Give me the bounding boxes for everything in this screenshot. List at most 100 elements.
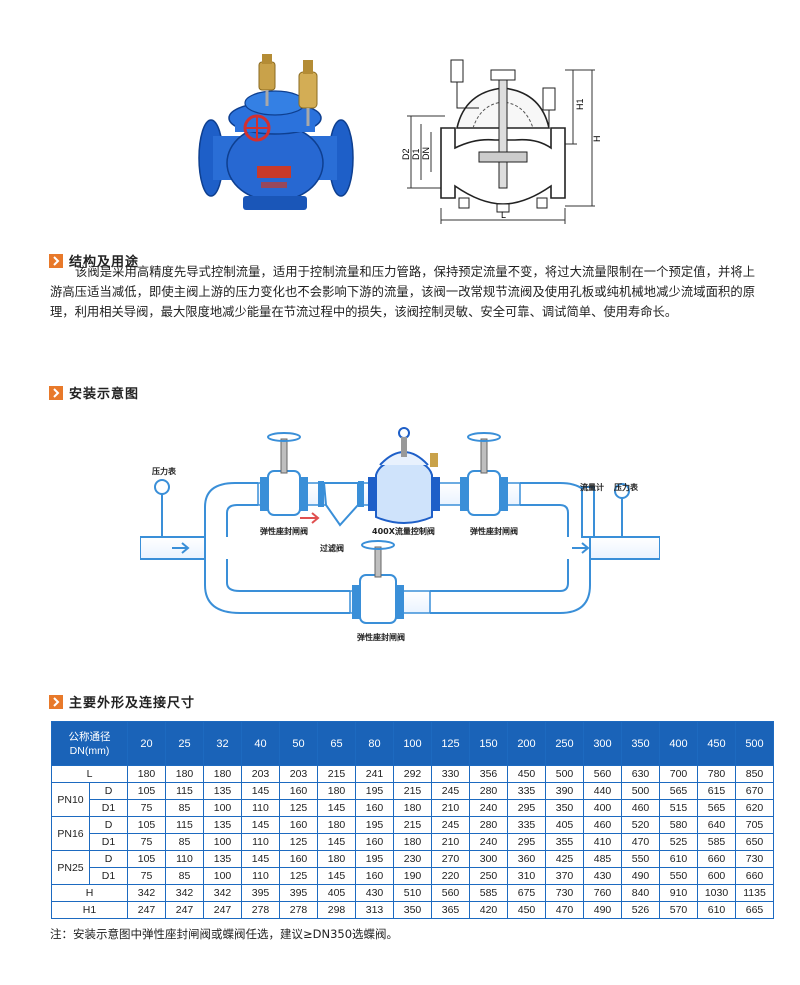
row-sub-label: D	[89, 816, 128, 834]
table-cell: 85	[165, 833, 204, 851]
table-cell: 125	[279, 833, 318, 851]
label-h: H	[592, 136, 602, 143]
table-cell: 180	[317, 816, 356, 834]
table-cell: 430	[583, 867, 622, 885]
table-cell: 420	[469, 901, 508, 919]
table-cell: 295	[507, 799, 546, 817]
table-cell: 395	[241, 884, 280, 902]
table-cell: 180	[127, 765, 166, 783]
table-cell: 145	[317, 867, 356, 885]
table-cell: 110	[165, 850, 204, 868]
table-cell: 220	[431, 867, 470, 885]
table-cell: 395	[279, 884, 318, 902]
dn-header-line-2: DN(mm)	[69, 744, 110, 757]
table-cell: 75	[127, 799, 166, 817]
table-cell: 110	[241, 799, 280, 817]
table-cell: 145	[241, 782, 280, 800]
table-cell: 180	[317, 850, 356, 868]
table-cell: 550	[621, 850, 660, 868]
table-cell: 675	[507, 884, 546, 902]
table-cell: 180	[393, 833, 432, 851]
table-cell: 203	[279, 765, 318, 783]
table-cell: 210	[431, 833, 470, 851]
table-cell: 240	[469, 799, 508, 817]
table-cell: 360	[507, 850, 546, 868]
gate-valve-bottom	[352, 540, 404, 624]
table-cell: 610	[697, 901, 736, 919]
table-cell: 610	[659, 850, 698, 868]
caption-gauge-left: 压力表	[152, 467, 176, 476]
description-paragraph: 该阀是采用高精度先导式控制流量，适用于控制流量和压力管路，保持预定流量不变，将过…	[50, 265, 755, 319]
strainer-valve	[318, 481, 364, 527]
table-cell: 350	[545, 799, 584, 817]
table-cell: 295	[507, 833, 546, 851]
pressure-group-label: PN10	[51, 782, 90, 817]
table-cell: 342	[203, 884, 242, 902]
table-cell: 356	[469, 765, 508, 783]
table-cell: 145	[241, 850, 280, 868]
table-cell: 241	[355, 765, 394, 783]
row-sub-label: D	[89, 850, 128, 868]
dn-column-header: 500	[735, 721, 774, 766]
chevron-right-icon	[49, 253, 63, 268]
table-cell: 270	[431, 850, 470, 868]
table-cell: 145	[317, 833, 356, 851]
table-cell: 565	[659, 782, 698, 800]
table-cell: 310	[507, 867, 546, 885]
pressure-gauge-right	[614, 483, 630, 537]
flow-control-valve	[368, 427, 440, 524]
dn-column-header: 100	[393, 721, 432, 766]
dn-column-header: 25	[165, 721, 204, 766]
table-cell: 630	[621, 765, 660, 783]
dn-column-header: 50	[279, 721, 318, 766]
table-cell: 405	[545, 816, 584, 834]
table-cell: 180	[317, 782, 356, 800]
table-cell: 180	[393, 799, 432, 817]
table-cell: 230	[393, 850, 432, 868]
table-cell: 145	[241, 816, 280, 834]
dn-column-header: 250	[545, 721, 584, 766]
section-title: 结构及用途	[69, 255, 140, 270]
table-cell: 585	[697, 833, 736, 851]
table-cell: 570	[659, 901, 698, 919]
table-cell: 780	[697, 765, 736, 783]
table-cell: 250	[469, 867, 508, 885]
table-cell: 100	[203, 833, 242, 851]
table-cell: 470	[545, 901, 584, 919]
pressure-group-label: PN25	[51, 850, 90, 885]
caption-control-valve: 400X流量控制阀	[372, 527, 435, 536]
valve-section-drawing: H1 H D2 D1 DN L	[401, 59, 602, 224]
table-cell: 730	[735, 850, 774, 868]
table-cell: 247	[203, 901, 242, 919]
table-cell: 660	[697, 850, 736, 868]
table-cell: 215	[317, 765, 356, 783]
pressure-gauge-left	[154, 479, 170, 537]
table-cell: 240	[469, 833, 508, 851]
table-cell: 450	[507, 901, 546, 919]
row-sub-label: D1	[89, 833, 128, 851]
table-cell: 85	[165, 867, 204, 885]
table-cell: 665	[735, 901, 774, 919]
section-structure-heading: 结构及用途	[49, 251, 139, 270]
table-cell: 730	[545, 884, 584, 902]
caption-strainer: 过滤阀	[320, 544, 344, 553]
chevron-right-icon	[49, 385, 63, 400]
chevron-right-icon	[49, 694, 63, 709]
row-sub-label: D1	[89, 799, 128, 817]
table-cell: 210	[431, 799, 470, 817]
table-cell: 1135	[735, 884, 774, 902]
dn-column-header: 65	[317, 721, 356, 766]
table-cell: 135	[203, 782, 242, 800]
dn-column-header: 40	[241, 721, 280, 766]
table-cell: 75	[127, 833, 166, 851]
table-cell: 580	[659, 816, 698, 834]
table-cell: 110	[241, 833, 280, 851]
table-cell: 490	[583, 901, 622, 919]
label-h1: H1	[575, 98, 585, 110]
table-cell: 203	[241, 765, 280, 783]
table-cell: 850	[735, 765, 774, 783]
